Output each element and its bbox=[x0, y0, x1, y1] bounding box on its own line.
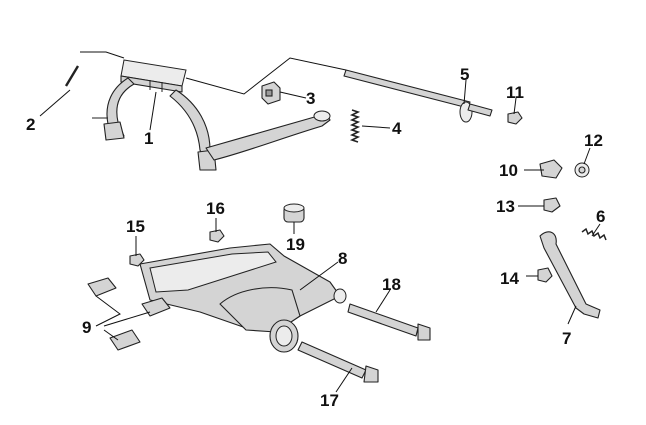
callout-12: 12 bbox=[584, 131, 603, 150]
callout-7: 7 bbox=[562, 329, 571, 348]
stand-pin-part-2 bbox=[64, 65, 80, 87]
callout-13: 13 bbox=[496, 197, 515, 216]
callout-11: 11 bbox=[506, 83, 524, 102]
rubber-stop-part-3 bbox=[261, 81, 281, 105]
callout-2: 2 bbox=[26, 115, 35, 134]
callout-labels: 1 2 3 4 5 6 7 8 9 10 11 12 13 14 15 16 1… bbox=[26, 65, 605, 410]
nut-part-15 bbox=[129, 253, 145, 267]
callout-1: 1 bbox=[144, 129, 153, 148]
spring-part-4 bbox=[349, 109, 361, 143]
callout-10: 10 bbox=[499, 161, 518, 180]
callout-19: 19 bbox=[286, 235, 305, 254]
callout-6: 6 bbox=[596, 207, 605, 226]
callout-3: 3 bbox=[306, 89, 315, 108]
bolt-part-17 bbox=[297, 341, 379, 383]
side-stand-group bbox=[537, 159, 607, 319]
callout-9: 9 bbox=[82, 318, 91, 337]
nut-part-11 bbox=[507, 111, 523, 125]
callout-18: 18 bbox=[382, 275, 401, 294]
callout-4: 4 bbox=[392, 119, 402, 138]
swing-arm-part-8 bbox=[139, 243, 347, 353]
leader-lines bbox=[39, 51, 601, 393]
callout-14: 14 bbox=[500, 269, 519, 288]
callout-8: 8 bbox=[338, 249, 347, 268]
mounts-part-9 bbox=[87, 277, 171, 351]
bolt-part-18 bbox=[347, 303, 431, 341]
callout-5: 5 bbox=[460, 65, 469, 84]
callout-15: 15 bbox=[126, 217, 145, 236]
main-stand bbox=[92, 59, 331, 171]
nut-part-16 bbox=[209, 229, 225, 243]
callout-16: 16 bbox=[206, 199, 225, 218]
callout-17: 17 bbox=[320, 391, 339, 410]
shaft-part-5 bbox=[343, 69, 493, 123]
bushing-part-19 bbox=[283, 203, 305, 223]
